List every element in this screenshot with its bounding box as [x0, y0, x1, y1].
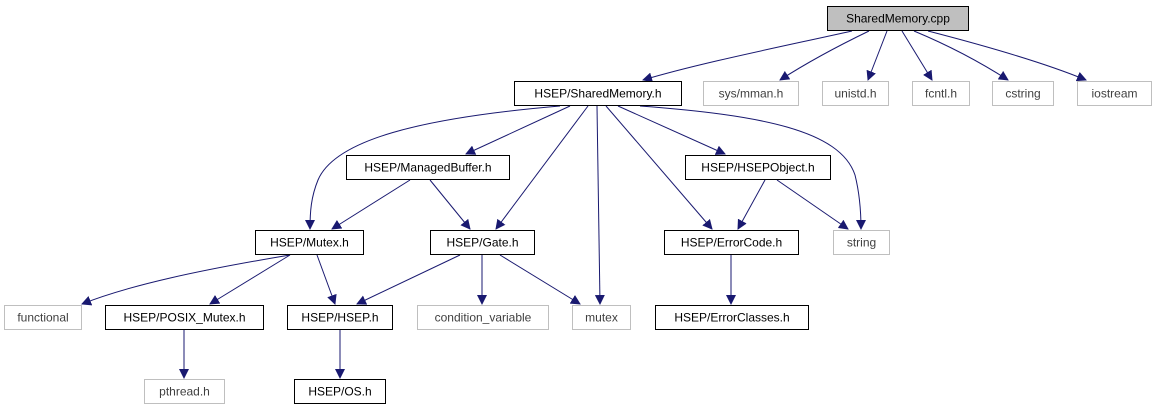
- node-label-condvar: condition_variable: [435, 311, 532, 325]
- node-cstring[interactable]: cstring: [992, 81, 1054, 106]
- node-label-sysmman: sys/mman.h: [719, 87, 784, 101]
- node-label-os_h: HSEP/OS.h: [308, 385, 371, 399]
- node-label-iostream: iostream: [1091, 87, 1137, 101]
- node-iostream[interactable]: iostream: [1077, 81, 1152, 106]
- edge-managedbuf-to-mutex_h: [331, 179, 411, 230]
- edge-root-to-cstring: [913, 30, 1009, 81]
- edge-root-to-iostream: [927, 30, 1087, 82]
- node-box-gate_h: [430, 230, 535, 255]
- node-posixmutex[interactable]: HSEP/POSIX_Mutex.h: [105, 305, 264, 330]
- edge-sharedmem_h-to-gate_h: [495, 105, 589, 230]
- node-label-cstring: cstring: [1005, 87, 1040, 101]
- edges-layer: [81, 30, 1087, 379]
- node-label-errorcode: HSEP/ErrorCode.h: [681, 236, 782, 250]
- node-label-hsep_h: HSEP/HSEP.h: [301, 311, 378, 325]
- node-box-hsep_h: [287, 305, 393, 330]
- node-label-hsepobject: HSEP/HSEPObject.h: [701, 161, 814, 175]
- edge-root-to-sharedmem_h: [642, 30, 853, 83]
- node-box-root: [827, 6, 969, 31]
- node-box-cstring: [992, 81, 1054, 106]
- node-label-fcntl: fcntl.h: [925, 87, 957, 101]
- node-string[interactable]: string: [833, 230, 890, 255]
- node-condvar[interactable]: condition_variable: [417, 305, 549, 330]
- node-box-mutex: [572, 305, 631, 330]
- node-box-string: [833, 230, 890, 255]
- edge-managedbuf-to-gate_h: [429, 179, 471, 230]
- node-box-managedbuf: [346, 155, 510, 180]
- node-label-unistd: unistd.h: [834, 87, 876, 101]
- node-box-unistd: [822, 81, 889, 106]
- node-hsep_h[interactable]: HSEP/HSEP.h: [287, 305, 393, 330]
- node-errorcode[interactable]: HSEP/ErrorCode.h: [664, 230, 799, 255]
- node-box-functional: [4, 305, 82, 330]
- edge-sharedmem_h-to-managedbuf: [465, 105, 571, 155]
- node-label-sharedmem_h: HSEP/SharedMemory.h: [534, 87, 661, 101]
- node-box-fcntl: [912, 81, 970, 106]
- node-box-hsepobject: [685, 155, 831, 180]
- node-label-managedbuf: HSEP/ManagedBuffer.h: [364, 161, 491, 175]
- node-box-errorcode: [664, 230, 799, 255]
- edge-sharedmem_h-to-mutex_h: [305, 105, 561, 230]
- node-sharedmem_h[interactable]: HSEP/SharedMemory.h: [514, 81, 682, 106]
- edge-sharedmem_h-to-mutex: [594, 105, 605, 305]
- node-box-sysmman: [703, 81, 799, 106]
- node-fcntl[interactable]: fcntl.h: [912, 81, 970, 106]
- node-root[interactable]: SharedMemory.cpp: [827, 6, 969, 31]
- node-gate_h[interactable]: HSEP/Gate.h: [430, 230, 535, 255]
- node-unistd[interactable]: unistd.h: [822, 81, 889, 106]
- edge-root-to-fcntl: [901, 30, 933, 81]
- node-os_h[interactable]: HSEP/OS.h: [294, 379, 386, 404]
- edge-sharedmem_h-to-string: [639, 105, 866, 230]
- node-label-errorclasses: HSEP/ErrorClasses.h: [674, 311, 789, 325]
- node-managedbuf[interactable]: HSEP/ManagedBuffer.h: [346, 155, 510, 180]
- node-mutex_h[interactable]: HSEP/Mutex.h: [255, 230, 364, 255]
- edge-hsepobject-to-errorcode: [737, 179, 766, 230]
- node-label-string: string: [847, 236, 876, 250]
- node-box-errorclasses: [655, 305, 809, 330]
- node-label-mutex: mutex: [585, 311, 618, 325]
- node-label-posixmutex: HSEP/POSIX_Mutex.h: [123, 311, 245, 325]
- node-box-os_h: [294, 379, 386, 404]
- node-box-sharedmem_h: [514, 81, 682, 106]
- edge-gate_h-to-mutex: [499, 254, 581, 305]
- node-box-pthread: [144, 379, 225, 404]
- node-label-pthread: pthread.h: [159, 385, 210, 399]
- node-functional[interactable]: functional: [4, 305, 82, 330]
- edge-mutex_h-to-functional: [81, 254, 291, 306]
- node-hsepobject[interactable]: HSEP/HSEPObject.h: [685, 155, 831, 180]
- node-mutex[interactable]: mutex: [572, 305, 631, 330]
- node-box-iostream: [1077, 81, 1152, 106]
- node-box-posixmutex: [105, 305, 264, 330]
- node-label-gate_h: HSEP/Gate.h: [446, 236, 518, 250]
- node-label-functional: functional: [17, 311, 68, 325]
- edge-gate_h-to-hsep_h: [356, 254, 461, 305]
- edge-mutex_h-to-posixmutex: [209, 254, 291, 305]
- edge-hsepobject-to-string: [776, 179, 849, 230]
- edge-root-to-unistd: [866, 30, 888, 81]
- node-errorclasses[interactable]: HSEP/ErrorClasses.h: [655, 305, 809, 330]
- edge-mutex_h-to-hsep_h: [316, 254, 337, 305]
- node-box-mutex_h: [255, 230, 364, 255]
- node-box-condvar: [417, 305, 549, 330]
- edge-sharedmem_h-to-hsepobject: [617, 105, 726, 155]
- node-pthread[interactable]: pthread.h: [144, 379, 225, 404]
- node-label-root: SharedMemory.cpp: [846, 12, 950, 26]
- node-label-mutex_h: HSEP/Mutex.h: [270, 236, 349, 250]
- edge-sharedmem_h-to-errorcode: [605, 105, 713, 230]
- edge-root-to-sysmman: [779, 30, 870, 81]
- node-sysmman[interactable]: sys/mman.h: [703, 81, 799, 106]
